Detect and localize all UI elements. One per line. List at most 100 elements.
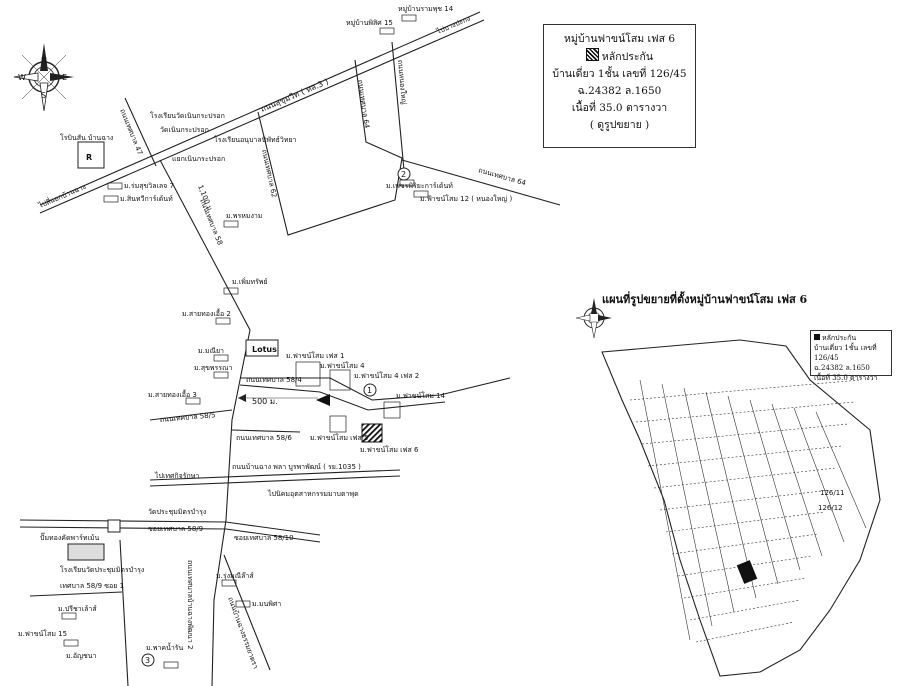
road-thetsaban62 <box>257 59 403 236</box>
label-thetsaban62: ถนนเทศบาล 62 <box>260 149 278 199</box>
label-m-saithong3: ม.สายทองเอื้อ 3 <box>148 388 197 399</box>
compass-e: E <box>62 73 67 82</box>
fasom6-hatched-block <box>361 423 383 443</box>
label-to-trat: ไปบางปะกง <box>434 14 471 37</box>
road-586 <box>231 429 301 433</box>
label-road-589-1: เทศบาล 58/9 ซอย 1 <box>60 582 124 590</box>
marker-1: 1 <box>363 383 377 397</box>
info-box: หมู่บ้านฟาขน์โสม เฟส 6 หลักประกัน บ้านเด… <box>543 24 696 148</box>
inset-street <box>749 399 801 571</box>
road-nongyai <box>391 41 405 171</box>
label-vill-ramphut14: หมู่บ้านรามพุช 14 <box>398 5 454 13</box>
hospital-logo: R <box>77 141 105 169</box>
label-road-5810: ซอยเทศบาล 58/10 <box>234 534 294 542</box>
label-num1: 1 <box>367 386 372 395</box>
label-m-phoemsap: ม.เพิ่มทรัพย์ <box>232 277 268 286</box>
inset-street <box>771 403 823 557</box>
inset-legend: หลักประกัน บ้านเดี่ยว 1ชั้น เลขที่ 126/4… <box>810 330 892 382</box>
label-m-thaksin: ม.พาคน้ำรัน <box>146 641 184 652</box>
inset-plot-line <box>641 423 849 445</box>
marker-2: 2 <box>397 167 411 181</box>
road-south-1 <box>223 554 271 671</box>
label-m-sinthavee: ม.สินทวีการ์เด้นท์ <box>120 195 173 203</box>
inset-collateral-plot <box>736 560 758 584</box>
label-vill-pisit15: หมู่บ้านพิสิศ 15 <box>346 19 393 27</box>
label-hospital: โรบินสัน บ้านฉาง <box>60 133 113 142</box>
inset-plot-line <box>695 621 795 643</box>
label-m-fasom4: ม.ฟาขน์โสม 4 <box>320 361 365 370</box>
inset-legend-line2: บ้านเดี่ยว 1ชั้น เลขที่ 126/45 <box>814 344 877 362</box>
label-m-sukhumvit7: ม.ร่มสุขวิลเลจ 7 <box>124 182 174 190</box>
label-m-preechawan: ม.ปรีชาเล้าส์ <box>58 605 97 613</box>
label-num3: 3 <box>145 656 150 665</box>
label-m-sukkasem: ม.สุขพรรณา <box>194 364 233 372</box>
label-m-fasom5: ม.ฟาขน์โสม เฟส 5 <box>310 433 368 442</box>
road-thetsaban47 <box>124 97 157 167</box>
compass-n: N <box>41 56 47 65</box>
label-wat-noen: วัดเนินกระปรอก <box>160 126 209 134</box>
road-thetsaban64-east <box>401 159 561 206</box>
inset-street <box>661 383 713 627</box>
info-line5: เนื้อที่ 35.0 ตารางวา <box>571 102 668 114</box>
label-m-fasom14: ม.ฟาขน์โสม 14 <box>396 391 446 400</box>
info-line2: หลักประกัน <box>544 48 695 66</box>
inset-title: แผนที่รูปขยายที่ตั้งหมู่บ้านฟาขน์โสม เฟส… <box>602 293 808 306</box>
road-bangchang-phla <box>149 469 401 487</box>
road-589b <box>19 526 321 543</box>
inset-plot-126-11: 126/11 <box>820 489 845 497</box>
marker-3: 3 <box>141 653 155 667</box>
inset-plot-line <box>665 511 825 533</box>
inset-plot-line <box>659 489 831 511</box>
label-m-fasom4-2: ม.ฟาขน์โสม 4 เฟส 2 <box>354 371 419 380</box>
inset-plot-126-12: 126/12 <box>818 504 843 512</box>
road-584 <box>239 377 511 411</box>
label-thetsaban64-east: ถนนเทศบาล 64 <box>477 166 527 187</box>
info-line3: บ้านเดี่ยว 1ชั้น เลขที่ 126/45 <box>552 68 687 80</box>
inset-plan: 126/11 126/12 <box>601 339 881 677</box>
compass-icon: N S E W <box>13 43 74 112</box>
compass-w: W <box>18 73 26 82</box>
label-school-wat: โรงเรียนวัดเนินกระปรอก <box>150 111 225 120</box>
road-589-1-branch <box>29 591 123 597</box>
svg-text:R: R <box>86 153 92 162</box>
hatch-legend-icon <box>585 48 599 61</box>
inset-plot-line <box>629 379 861 401</box>
school-building <box>67 519 121 561</box>
inset-street <box>683 387 735 613</box>
label-nongyai: ถนนหนองใหญ่ <box>396 59 409 104</box>
inset-street <box>815 411 867 529</box>
label-m-rungmaneerat: ม.รุ่งมณีล๊าส์ <box>216 572 254 580</box>
label-distance-500: 500 ม. <box>252 397 278 406</box>
label-school-2: โรงเรียนอนุบาลนิพัทธ์วิทยา <box>214 135 297 144</box>
inset-plot-line <box>683 577 807 599</box>
label-m-fasom1: ม.ฟาขน์โสม เฟส 1 <box>286 351 344 360</box>
road-thetsaban58 <box>159 159 251 686</box>
info-line6: ( ดูรูปขยาย ) <box>589 119 650 131</box>
label-road-584: ถนนเทศบาล 58/4 <box>246 376 302 384</box>
inset-street <box>793 407 845 543</box>
label-to-ptt: ไปเทศกิจรักษา <box>154 471 199 480</box>
label-m-maniya: ม.มณียา <box>198 347 224 355</box>
label-road-586: ถนนเทศบาล 58/6 <box>236 434 292 442</box>
label-bangchang-road: ถนนบ้านฉาง พลา บูรพาพัฒน์ ( รย.1035 ) <box>232 463 361 471</box>
inset-plot-line <box>677 555 813 577</box>
label-m-fasom6: ม.ฟาขน์โสม เฟส 6 <box>360 445 419 454</box>
label-m-saithong2: ม.สายทองเอื้อ 2 <box>182 307 231 318</box>
inset-plot-line <box>689 599 801 621</box>
label-lotus: Lotus <box>252 345 277 354</box>
inset-legend-line4: เนื้อที่ 35.0 ตารางวา <box>814 374 878 382</box>
label-m-phromngam: ม.พรหมงาม <box>226 212 262 220</box>
label-road-585: ถนนเทศบาล 58/5 <box>159 411 215 424</box>
arrow-500-head <box>238 394 246 402</box>
inset-plot-line <box>653 467 837 489</box>
compass-s: S <box>41 91 46 100</box>
inset-street <box>639 379 691 641</box>
inset-plot-line <box>671 533 819 555</box>
label-num2: 2 <box>401 170 406 179</box>
label-to-industrial: ไปนิคมอุตสาหกรรมมาบตาพุด <box>267 489 359 498</box>
inset-street <box>727 395 779 585</box>
label-road-s1: ถนนเทศบาลบ้านฉางพัฒนา 2 <box>186 560 194 650</box>
inset-legend-line3: ฉ.24382 ล.1650 <box>814 364 870 372</box>
label-m-monsiri: ม.มนพิศา <box>252 600 281 608</box>
